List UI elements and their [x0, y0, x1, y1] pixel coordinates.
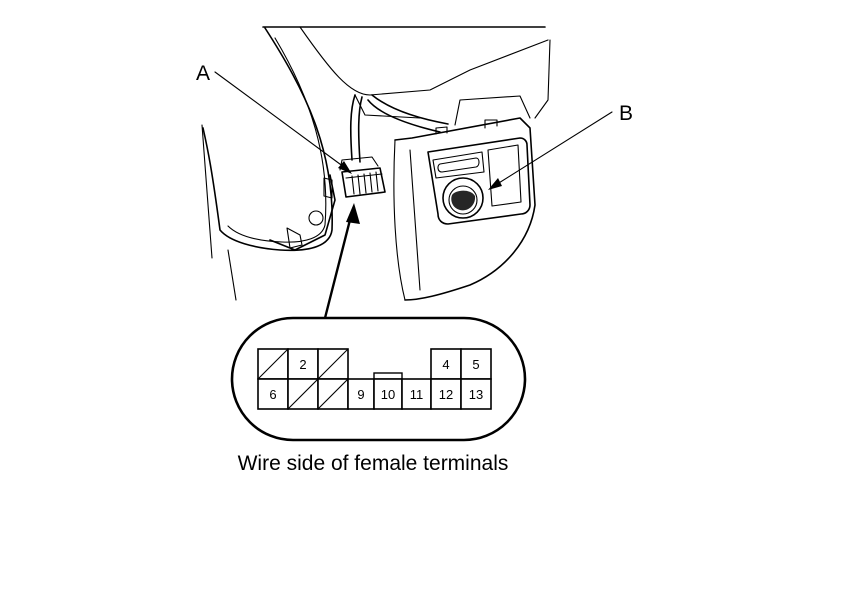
terminal-label-6: 6: [269, 387, 276, 402]
terminal-cell-11: [401, 378, 432, 410]
leader-lines: [214, 71, 613, 320]
terminal-label-10: 10: [381, 387, 395, 402]
terminal-label-9: 9: [357, 387, 364, 402]
terminal-cell-9: [347, 378, 375, 410]
dashboard-illustration: [201, 26, 551, 301]
terminal-cell-12: [430, 378, 462, 410]
connector-a-body: [339, 156, 386, 198]
terminal-label-13: 13: [469, 387, 483, 402]
terminal-label-11: 11: [410, 387, 424, 402]
terminal-label-2: 2: [299, 357, 306, 372]
terminal-cell-13: [460, 378, 492, 410]
detail-pointer-arrow: [323, 210, 354, 320]
terminal-cell-10: [373, 378, 403, 410]
terminal-label-4: 4: [442, 357, 449, 372]
leader-line-b: [493, 111, 613, 187]
power-socket-b: [442, 177, 484, 219]
callout-label-b: B: [619, 102, 633, 125]
callout-label-a: A: [196, 62, 210, 85]
connector-detail-bubble: 2 4 5 6 9 10 11 12 13: [230, 316, 527, 442]
terminal-cell-5: [460, 348, 492, 380]
terminal-label-5: 5: [472, 357, 479, 372]
diagram-caption: Wire side of female terminals: [238, 452, 509, 475]
terminal-label-12: 12: [439, 387, 453, 402]
leader-line-a: [214, 71, 349, 171]
connector-lock-tab: [373, 372, 403, 380]
